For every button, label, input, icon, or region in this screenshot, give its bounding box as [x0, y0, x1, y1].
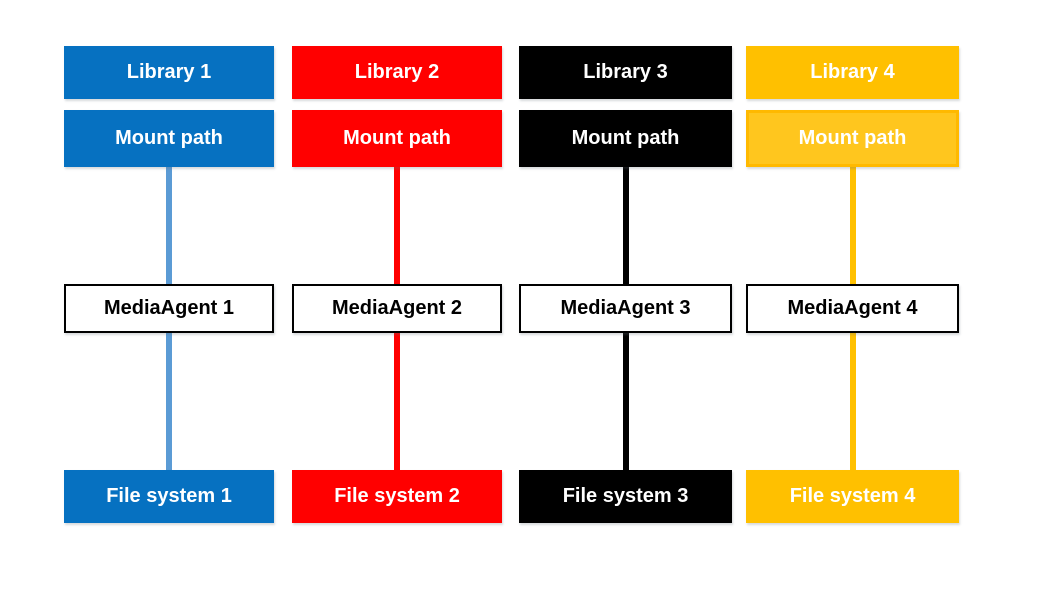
mount-path-4-box: Mount path	[746, 110, 959, 167]
media-agent-4-box: MediaAgent 4	[746, 284, 959, 333]
column-library-2: Library 2 Mount path MediaAgent 2 File s…	[292, 0, 502, 605]
column-library-1: Library 1 Mount path MediaAgent 1 File s…	[64, 0, 274, 605]
library-3-label: Library 3	[583, 61, 668, 83]
column-library-4: Library 4 Mount path MediaAgent 4 File s…	[746, 0, 959, 605]
file-system-2-box: File system 2	[292, 470, 502, 523]
file-system-2-label: File system 2	[334, 485, 460, 507]
library-1-box: Library 1	[64, 46, 274, 99]
file-system-3-label: File system 3	[562, 485, 689, 507]
file-system-4-box: File system 4	[746, 470, 959, 523]
mount-path-2-box: Mount path	[292, 110, 502, 167]
library-4-box: Library 4	[746, 46, 959, 99]
mount-path-1-label: Mount path	[115, 127, 223, 149]
library-4-label: Library 4	[810, 61, 895, 83]
mount-path-4-label: Mount path	[798, 127, 907, 149]
media-agent-1-label: MediaAgent 1	[103, 297, 235, 319]
media-agent-2-label: MediaAgent 2	[331, 297, 463, 319]
mount-path-2-label: Mount path	[343, 127, 451, 149]
mount-path-1-box: Mount path	[64, 110, 274, 167]
library-2-label: Library 2	[354, 61, 440, 83]
mount-path-3-box: Mount path	[519, 110, 732, 167]
library-1-label: Library 1	[126, 61, 212, 83]
library-3-box: Library 3	[519, 46, 732, 99]
media-agent-2-box: MediaAgent 2	[292, 284, 502, 333]
media-agent-3-label: MediaAgent 3	[560, 297, 691, 319]
file-system-1-box: File system 1	[64, 470, 274, 523]
mount-path-3-label: Mount path	[571, 127, 680, 149]
file-system-3-box: File system 3	[519, 470, 732, 523]
media-agent-4-label: MediaAgent 4	[787, 297, 918, 319]
media-agent-1-box: MediaAgent 1	[64, 284, 274, 333]
column-library-3: Library 3 Mount path MediaAgent 3 File s…	[519, 0, 732, 605]
media-agent-3-box: MediaAgent 3	[519, 284, 732, 333]
file-system-1-label: File system 1	[106, 485, 232, 507]
file-system-4-label: File system 4	[789, 485, 916, 507]
library-2-box: Library 2	[292, 46, 502, 99]
